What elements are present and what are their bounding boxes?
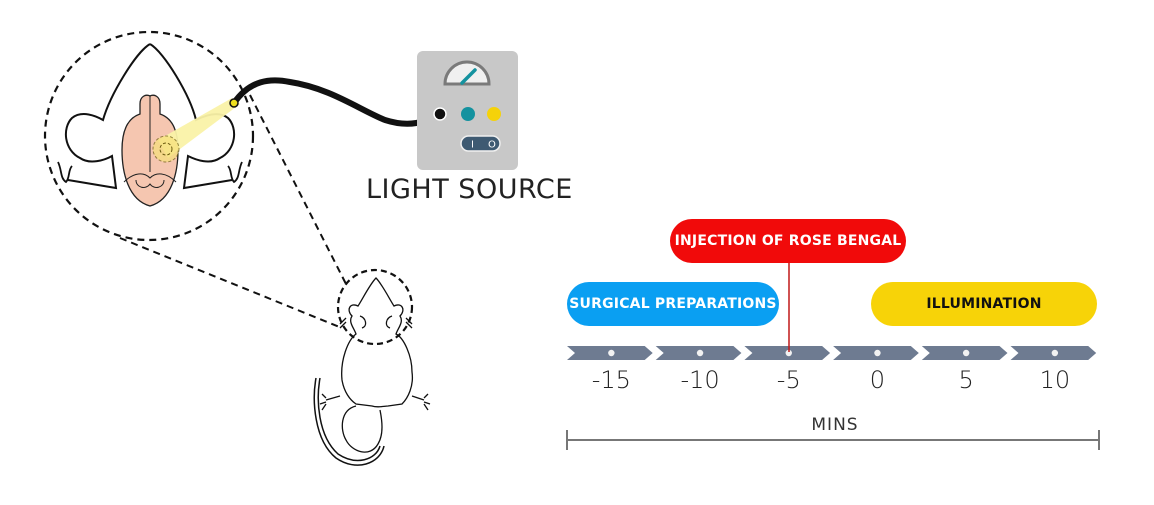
timeline-tick-dot bbox=[785, 349, 792, 357]
teal-indicator-light bbox=[461, 107, 475, 121]
fiber-tip bbox=[229, 98, 239, 108]
event-surgical-preparations: SURGICAL PREPARATIONS bbox=[567, 282, 779, 326]
tick-label: -10 bbox=[680, 366, 720, 394]
gauge-needle bbox=[460, 68, 477, 85]
event-injection-of-rose-bengal: INJECTION OF ROSE BENGAL bbox=[670, 219, 906, 263]
light-source-device: I O bbox=[417, 51, 518, 170]
switch-on-label: I bbox=[471, 140, 474, 151]
timeline-tick-dot bbox=[874, 349, 881, 357]
power-switch[interactable] bbox=[460, 135, 501, 152]
mouse-illustration bbox=[313, 268, 431, 466]
timeline-tick-dot bbox=[1051, 349, 1059, 357]
optical-fiber-cable bbox=[231, 77, 443, 127]
tick-label: 5 bbox=[958, 366, 974, 394]
axis-label-mins: MINS bbox=[811, 415, 859, 435]
tick-label: -5 bbox=[776, 366, 801, 394]
event-illumination: ILLUMINATION bbox=[871, 282, 1097, 326]
switch-off-label: O bbox=[488, 140, 496, 151]
light-source-label: LIGHT SOURCE bbox=[366, 174, 573, 205]
timeline-tick-dot bbox=[608, 349, 615, 357]
tick-label: 0 bbox=[869, 366, 886, 394]
brain-icon bbox=[121, 94, 179, 207]
timeline-tick-dot bbox=[696, 349, 704, 357]
fiber-port bbox=[433, 107, 447, 121]
timeline-tick-dot bbox=[962, 349, 970, 357]
yellow-indicator-light bbox=[487, 107, 501, 121]
tick-label: 10 bbox=[1039, 366, 1071, 394]
magnified-head-view bbox=[43, 30, 255, 242]
timeline-chevrons bbox=[567, 346, 1097, 360]
tick-label: -15 bbox=[591, 366, 631, 394]
mins-axis bbox=[566, 430, 1100, 450]
